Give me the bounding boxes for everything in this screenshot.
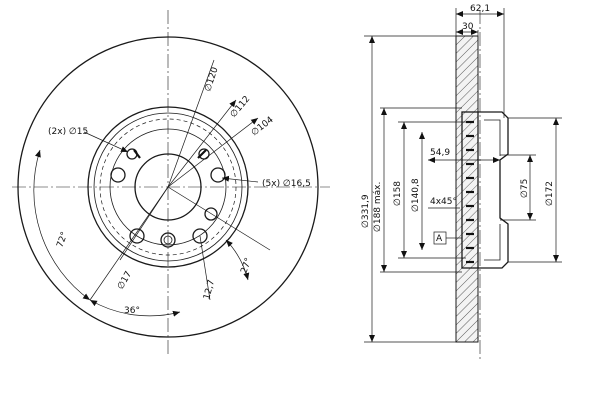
angle-arc-36 [89, 299, 181, 317]
label-75: ∅75 [520, 179, 530, 198]
front-view: ∅120 ∅112 ∅104 (2x) ∅15 (5x) ∅16,5 72° 2… [12, 10, 330, 355]
center-bore-circle [134, 153, 202, 221]
label-hub-112: ∅112 [229, 94, 253, 120]
hub-circle-2 [93, 112, 243, 262]
hole-17-leader [119, 186, 169, 261]
label-datum-a: A [436, 234, 443, 244]
label-bolt-holes: (5x) ∅16,5 [262, 179, 311, 189]
label-bolt-circle-104: ∅104 [250, 115, 276, 138]
angle-ray [89, 186, 169, 301]
hat-inner [484, 119, 501, 261]
outer-disc-circle [17, 36, 319, 338]
label-30: 30 [462, 22, 474, 32]
label-188: ∅188 máx. [373, 182, 383, 232]
leader-120 [167, 59, 215, 188]
label-chamfer: 4x45° [430, 197, 457, 207]
hub-face [461, 111, 479, 269]
hub-arrow [197, 149, 207, 159]
angle-arc-72 [33, 149, 91, 301]
label-172: ∅172 [545, 181, 555, 206]
bolt-hole-inner [163, 235, 173, 245]
hat-outline [478, 111, 509, 269]
label-158: ∅158 [393, 181, 403, 206]
label-angle-36: 36° [124, 306, 140, 316]
label-140-8: ∅140,8 [411, 178, 421, 212]
angle-arc-27 [225, 239, 250, 281]
bolt-hole [210, 167, 226, 183]
label-hole-17: ∅17 [116, 270, 134, 292]
label-depth-12-7: 12,7 [202, 279, 217, 301]
label-angle-72: 72° [55, 231, 70, 249]
angle-ray [167, 186, 271, 251]
bolt-hole [160, 232, 176, 248]
bolt-hole [204, 207, 218, 221]
vent-marks [466, 120, 474, 264]
leader-16-5 [221, 175, 259, 183]
label-angle-27: 27° [239, 257, 254, 275]
hub-arrow [133, 149, 141, 159]
label-pcd-120: ∅120 [203, 66, 220, 93]
label-331-9: ∅331,9 [361, 194, 371, 228]
section-view: 62,1 30 ∅331,9 ∅188 máx. ∅158 ∅140,8 54,… [361, 4, 562, 360]
bolt-pcd-circle [109, 128, 227, 246]
leader-104 [167, 117, 259, 188]
leader-15 [83, 131, 129, 153]
label-62-1: 62,1 [470, 4, 490, 14]
hub-hidden-circle [99, 118, 237, 256]
label-54-9: 54,9 [430, 148, 450, 158]
bolt-holes [110, 148, 226, 248]
bolt-hole [110, 167, 126, 183]
bolt-hole [129, 228, 145, 244]
disc-ring-section [455, 35, 479, 343]
label-small-holes: (2x) ∅15 [48, 127, 88, 137]
leader-112 [167, 99, 237, 188]
bolt-hole [192, 228, 208, 244]
depth-leader [199, 235, 211, 301]
